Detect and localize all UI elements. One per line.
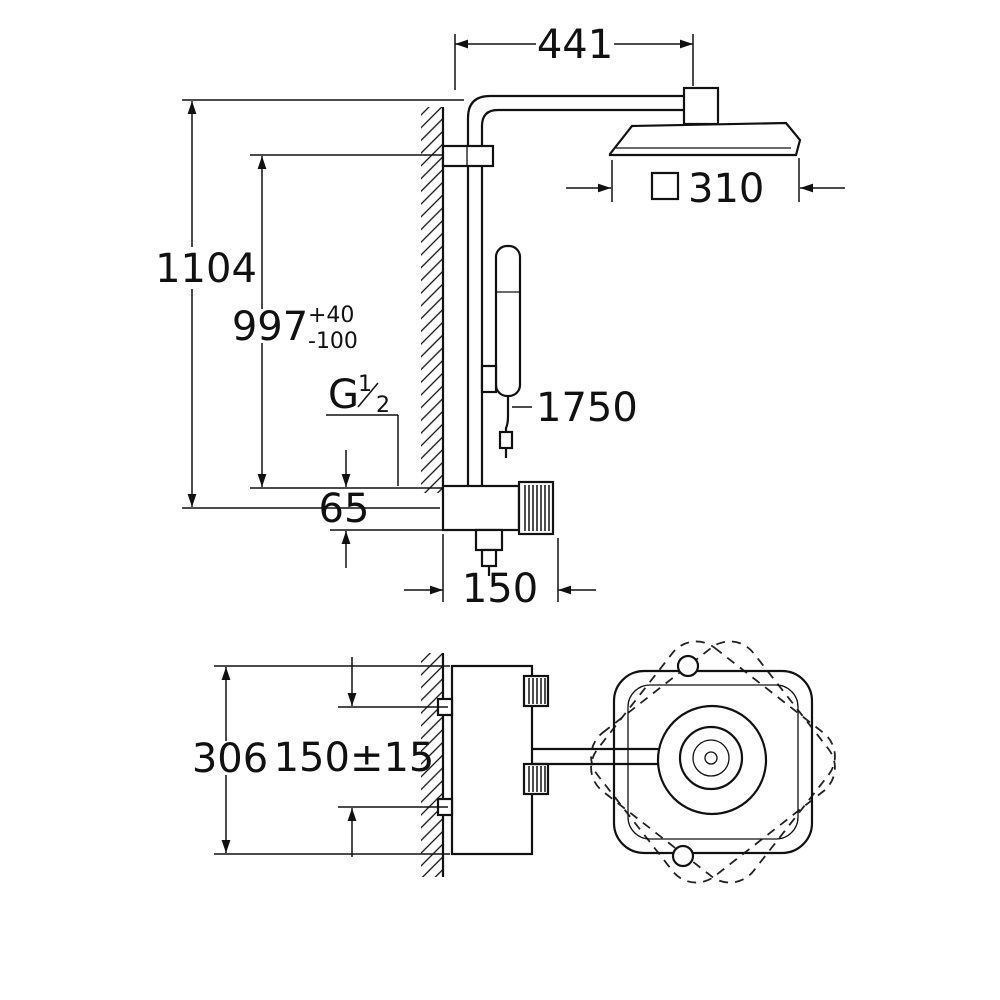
elevation-view	[421, 86, 802, 576]
thermostat-body	[441, 484, 521, 532]
ball-joint-center	[704, 751, 718, 765]
dim-depth-label: 306	[192, 736, 268, 782]
shower-pipe-inner	[480, 108, 686, 486]
slider-bracket	[480, 364, 498, 394]
dim-head-width-label: 310	[688, 166, 764, 212]
dim-top-width-label: 441	[537, 22, 613, 68]
head-face-plan	[627, 684, 799, 840]
wall-bracket	[441, 144, 495, 168]
swivel-range	[590, 640, 836, 884]
ball-joint-inner	[692, 739, 730, 777]
thread-numerator-label: 1	[358, 372, 372, 397]
square-dimension-symbol-icon	[650, 171, 680, 201]
plan-view	[421, 640, 836, 884]
head-mount	[682, 86, 720, 126]
head-top-view	[612, 669, 814, 855]
hose-outlet	[480, 548, 498, 568]
dim-wall-clearance-label: 150	[462, 566, 538, 612]
dimensions-plan: 306 150±15	[192, 657, 450, 857]
tolerance-plus-label: +40	[308, 303, 354, 328]
thermostat-body-plan	[450, 664, 534, 856]
head-swivel-position-2	[590, 640, 836, 884]
pivot-nub-bottom	[671, 844, 695, 868]
shower-holder	[474, 528, 504, 552]
pivot-nub-top	[676, 654, 700, 678]
knob-plan-top-knurling	[526, 678, 546, 704]
tolerance-minus-label: -100	[308, 329, 358, 354]
dimensions-elevation: 441 1104 997 +40 -100 G 1 2 65 1750	[155, 22, 845, 612]
thread-fraction-slash	[357, 382, 379, 408]
dim-supply-spacing-label: 150±15	[274, 735, 435, 781]
thread-denominator-label: 2	[376, 393, 390, 418]
hose-connector	[498, 430, 514, 450]
dim-bracket-height-label: 997	[232, 304, 308, 350]
dim-hose-length-label: 1750	[536, 385, 638, 431]
shower-pipe-outer	[466, 94, 686, 486]
hand-shower	[494, 244, 522, 398]
dim-total-height-label: 1104	[155, 246, 257, 292]
knob-plan-bottom-knurling	[526, 766, 546, 792]
control-knob-knurling	[522, 485, 550, 531]
head-swivel-position-1	[590, 640, 836, 884]
thread-letter-label: G	[328, 372, 359, 418]
wall-hatching-elevation	[421, 107, 443, 493]
hose-top	[504, 396, 510, 432]
dim-valve-height-label: 65	[319, 486, 370, 532]
head-shower-side	[608, 121, 802, 157]
ball-joint-outer	[678, 725, 744, 791]
